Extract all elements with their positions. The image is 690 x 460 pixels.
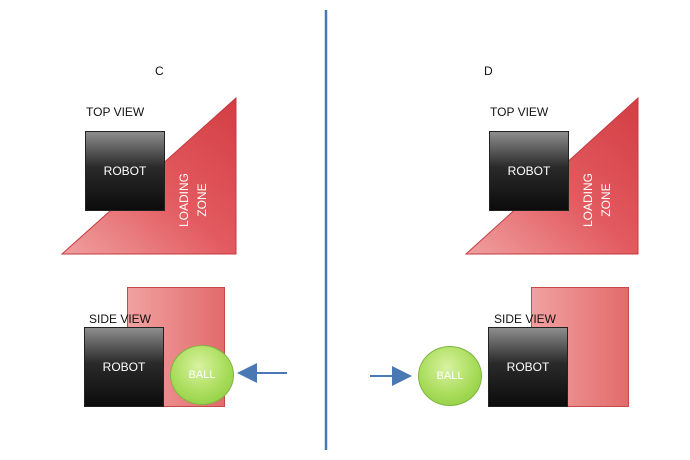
top-view-label-d: TOP VIEW xyxy=(490,105,549,119)
ball-label: BALL xyxy=(436,370,464,382)
loading-zone-label-d-line1: LOADING xyxy=(581,173,595,227)
side-view-label-d: SIDE VIEW xyxy=(494,312,557,326)
robot-label: ROBOT xyxy=(102,360,146,374)
top-view-label-c: TOP VIEW xyxy=(86,105,145,119)
robot-side-c: ROBOT xyxy=(84,327,164,407)
ball-c: BALL xyxy=(170,345,234,405)
robot-label: ROBOT xyxy=(103,164,147,178)
panel-heading-d: D xyxy=(484,64,493,78)
panel-heading-c: C xyxy=(155,64,164,78)
loading-zone-label-c-line1: LOADING xyxy=(177,173,191,227)
robot-top-d: ROBOT xyxy=(489,131,569,211)
robot-label: ROBOT xyxy=(507,164,551,178)
ball-label: BALL xyxy=(188,369,216,381)
robot-top-c: ROBOT xyxy=(85,131,165,211)
side-view-label-c: SIDE VIEW xyxy=(89,312,152,326)
ball-d: BALL xyxy=(418,346,482,406)
loading-zone-label-c-line2: ZONE xyxy=(195,183,209,216)
loading-zone-label-d-line2: ZONE xyxy=(599,183,613,216)
robot-side-d: ROBOT xyxy=(488,327,568,407)
robot-label: ROBOT xyxy=(506,360,550,374)
